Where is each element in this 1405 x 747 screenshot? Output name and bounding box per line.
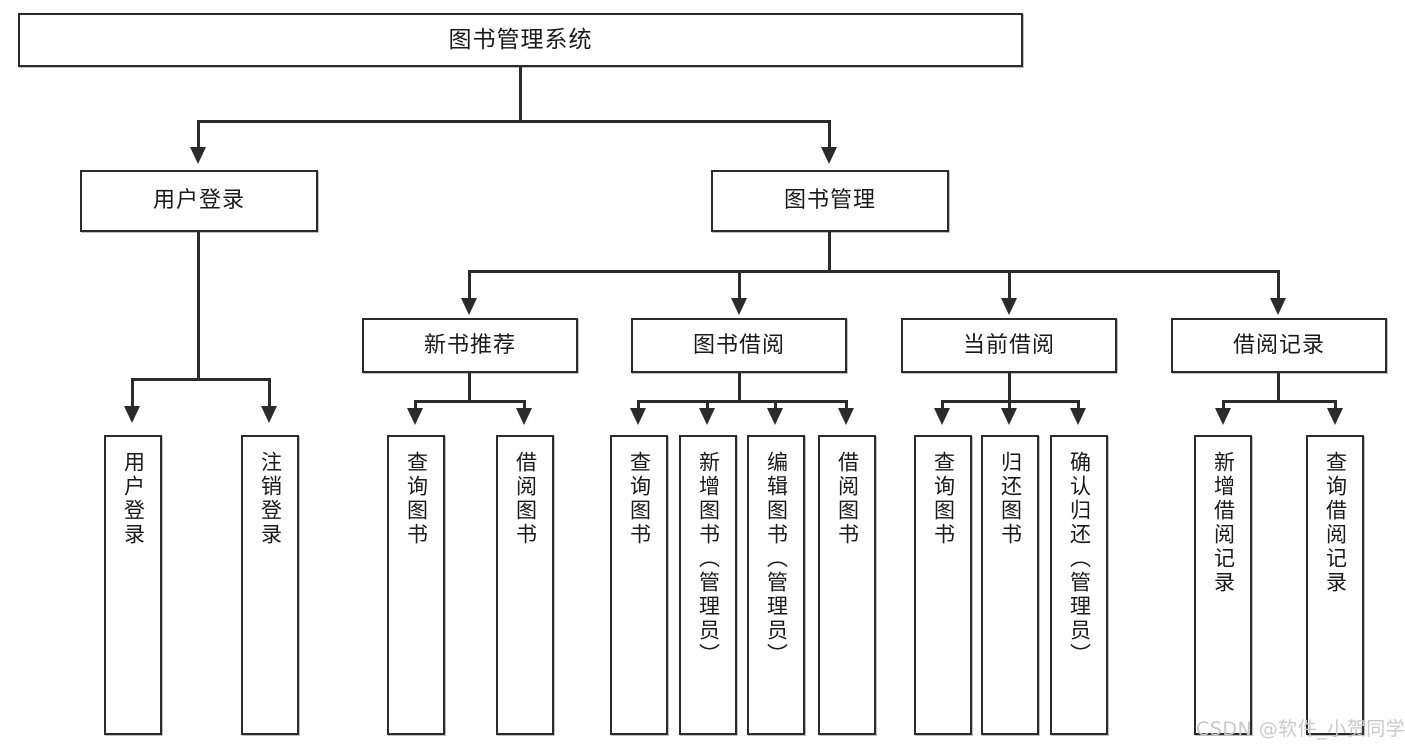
- arrowhead-book-mgmt: [821, 147, 837, 164]
- edge-book-mgmt-drop-2: [738, 270, 741, 300]
- leaf-current-borrow-query-book[interactable]: 查询图书: [914, 435, 972, 735]
- edge-book-borrow-drop-3: [774, 400, 777, 412]
- node-label: 查询借阅记录: [1323, 451, 1348, 595]
- node-book-management[interactable]: 图书管理: [711, 170, 949, 232]
- edge-new-book-stem: [468, 373, 471, 402]
- arrowhead-leaf-book-borrow-4: [838, 408, 854, 425]
- arrowhead-leaf-book-borrow-1: [630, 408, 646, 425]
- arrowhead-current-borrow: [1001, 298, 1017, 315]
- arrowhead-leaf-book-borrow-3: [767, 408, 783, 425]
- arrowhead-leaf-new-book-1: [407, 408, 423, 425]
- arrowhead-leaf-current-borrow-1: [934, 408, 950, 425]
- leaf-user-login-user-login[interactable]: 用户登录: [104, 435, 162, 735]
- edge-current-borrow-drop-2: [1008, 400, 1011, 412]
- edge-borrow-record-drop-1: [1222, 400, 1225, 412]
- arrowhead-leaf-user-login-1: [124, 406, 140, 423]
- edge-book-borrow-drop-1: [637, 400, 640, 412]
- node-current-borrow[interactable]: 当前借阅: [901, 318, 1117, 373]
- node-user-login[interactable]: 用户登录: [80, 170, 318, 232]
- leaf-book-borrow-query-book[interactable]: 查询图书: [610, 435, 668, 735]
- node-label: 当前借阅: [962, 332, 1055, 358]
- arrowhead-user-login: [190, 147, 206, 164]
- edge-root-stem: [519, 67, 522, 121]
- node-label: 查询图书: [627, 451, 652, 547]
- edge-root-to-book-mgmt: [828, 120, 831, 149]
- edge-user-login-drop-1: [131, 378, 134, 408]
- leaf-user-login-logout[interactable]: 注销登录: [241, 435, 299, 735]
- edge-borrow-record-bus: [1222, 400, 1337, 403]
- leaf-book-borrow-add-book-admin[interactable]: 新增图书（管理员）: [679, 435, 737, 735]
- node-label: 注销登录: [258, 451, 283, 547]
- leaf-borrow-record-add-record[interactable]: 新增借阅记录: [1194, 435, 1252, 735]
- edge-book-borrow-drop-4: [845, 400, 848, 412]
- edge-user-login-stem: [197, 232, 200, 379]
- node-label: 借阅记录: [1232, 332, 1325, 358]
- node-label: 借阅图书: [835, 451, 860, 547]
- edge-book-borrow-stem: [738, 373, 741, 402]
- node-label: 图书管理: [783, 188, 876, 214]
- arrowhead-new-book-recommend: [461, 298, 477, 315]
- leaf-book-borrow-borrow-book[interactable]: 借阅图书: [818, 435, 876, 735]
- edge-book-mgmt-drop-1: [468, 270, 471, 300]
- node-label: 归还图书: [998, 451, 1023, 547]
- node-label: 用户登录: [152, 188, 245, 214]
- edge-new-book-drop-1: [414, 400, 417, 412]
- leaf-current-borrow-confirm-return-admin[interactable]: 确认归还（管理员）: [1050, 435, 1108, 735]
- node-new-book-recommend[interactable]: 新书推荐: [362, 318, 578, 373]
- node-root-system[interactable]: 图书管理系统: [18, 13, 1023, 67]
- arrowhead-leaf-borrow-record-2: [1327, 408, 1343, 425]
- leaf-new-book-borrow-book[interactable]: 借阅图书: [496, 435, 554, 735]
- edge-book-mgmt-drop-3: [1008, 270, 1011, 300]
- edge-book-mgmt-stem: [828, 232, 831, 272]
- edge-book-borrow-drop-2: [706, 400, 709, 412]
- node-borrow-record[interactable]: 借阅记录: [1171, 318, 1387, 373]
- leaf-book-borrow-edit-book-admin[interactable]: 编辑图书（管理员）: [747, 435, 805, 735]
- node-label: 新书推荐: [423, 332, 516, 358]
- edge-borrow-record-stem: [1277, 373, 1280, 402]
- leaf-current-borrow-return-book[interactable]: 归还图书: [981, 435, 1039, 735]
- arrowhead-leaf-borrow-record-1: [1215, 408, 1231, 425]
- arrowhead-leaf-book-borrow-2: [699, 408, 715, 425]
- node-label: 编辑图书（管理员）: [764, 451, 789, 667]
- edge-new-book-drop-2: [523, 400, 526, 412]
- leaf-borrow-record-query-record[interactable]: 查询借阅记录: [1306, 435, 1364, 735]
- node-label: 新增借阅记录: [1211, 451, 1236, 595]
- node-label: 确认归还（管理员）: [1067, 451, 1092, 667]
- leaf-new-book-query-book[interactable]: 查询图书: [387, 435, 445, 735]
- edge-user-login-bus: [131, 378, 271, 381]
- node-label: 图书管理系统: [448, 26, 593, 53]
- node-label: 用户登录: [121, 451, 146, 547]
- edge-new-book-bus: [414, 400, 526, 403]
- edge-current-borrow-drop-1: [941, 400, 944, 412]
- arrowhead-leaf-new-book-2: [516, 408, 532, 425]
- arrowhead-leaf-current-borrow-2: [1001, 408, 1017, 425]
- node-label: 新增图书（管理员）: [696, 451, 721, 667]
- node-label: 借阅图书: [513, 451, 538, 547]
- arrowhead-leaf-user-login-2: [261, 406, 277, 423]
- edge-book-mgmt-bus: [468, 270, 1280, 273]
- edge-current-borrow-drop-3: [1077, 400, 1080, 412]
- edge-book-borrow-bus: [637, 400, 848, 403]
- edge-current-borrow-stem: [1008, 373, 1011, 402]
- node-label: 查询图书: [931, 451, 956, 547]
- edge-root-to-user-login: [197, 120, 200, 149]
- edge-book-mgmt-drop-4: [1277, 270, 1280, 300]
- arrowhead-book-borrow: [731, 298, 747, 315]
- node-label: 图书借阅: [692, 332, 785, 358]
- edge-root-bus: [197, 120, 831, 123]
- arrowhead-borrow-record: [1270, 298, 1286, 315]
- edge-user-login-drop-2: [268, 378, 271, 408]
- node-label: 查询图书: [404, 451, 429, 547]
- arrowhead-leaf-current-borrow-3: [1070, 408, 1086, 425]
- edge-borrow-record-drop-2: [1334, 400, 1337, 412]
- node-book-borrow[interactable]: 图书借阅: [631, 318, 847, 373]
